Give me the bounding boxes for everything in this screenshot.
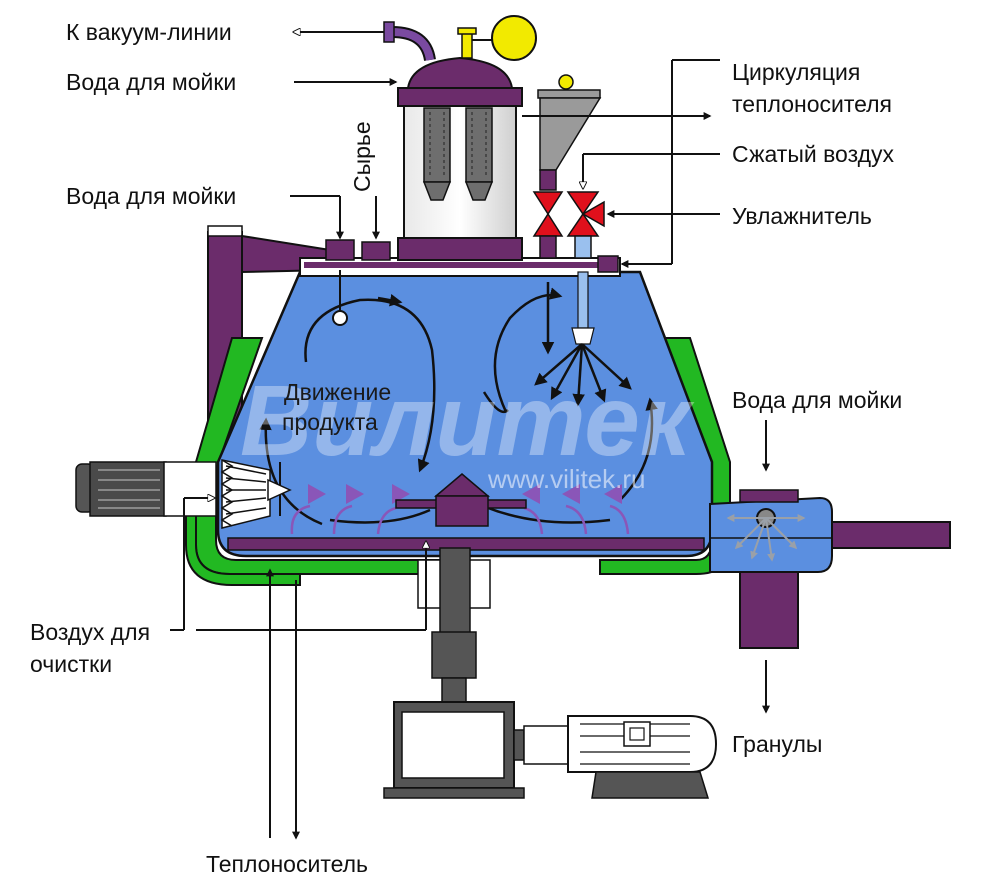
callout-lines	[170, 32, 770, 840]
pressure-valve	[457, 15, 537, 61]
watermark: Вилитек www.vilitek.ru	[240, 365, 695, 494]
rotor-flow-arrows	[308, 484, 622, 504]
rotor-disk	[395, 473, 527, 527]
label-wash-water-top: Вода для мойки	[66, 69, 236, 95]
label-product-movement-2: продукта	[282, 409, 378, 435]
label-wash-water-left: Вода для мойки	[66, 183, 236, 209]
label-compressed-air: Сжатый воздух	[732, 141, 895, 167]
humidifier-nozzle	[571, 271, 595, 345]
drive-assembly	[383, 547, 569, 799]
label-raw-material: Сырье	[349, 121, 375, 192]
label-heat-carrier: Теплоноситель	[206, 851, 368, 877]
label-cleaning-air-1: Воздух для	[30, 619, 150, 645]
humidifier-hopper	[537, 74, 602, 191]
label-heat-circulation-1: Циркуляция	[732, 59, 860, 85]
filter-cartridge-right	[464, 107, 494, 201]
label-humidifier: Увлажнитель	[732, 203, 872, 229]
bellows	[220, 459, 271, 529]
valve-right	[566, 191, 605, 259]
left-motor	[75, 461, 217, 517]
label-wash-water-right: Вода для мойки	[732, 387, 902, 413]
watermark-brand: Вилитек	[240, 365, 695, 477]
label-cleaning-air-2: очистки	[30, 651, 112, 677]
label-granules: Гранулы	[732, 731, 822, 757]
wash-nozzle-icon	[332, 310, 348, 326]
label-product-movement-1: Движение	[284, 379, 391, 405]
filter-cartridge-left	[422, 107, 452, 201]
watermark-url: www.vilitek.ru	[487, 464, 645, 494]
label-heat-circulation-2: теплоносителя	[732, 91, 892, 117]
valve-left	[532, 191, 564, 259]
yellow-ball-icon	[491, 15, 537, 61]
discharge-chute	[709, 489, 951, 649]
vacuum-pipe	[383, 21, 436, 62]
filter-housing	[397, 56, 523, 261]
spray-arrows	[534, 282, 632, 407]
electric-motor	[567, 715, 718, 799]
label-vacuum-line: К вакуум-линии	[66, 19, 232, 45]
rotor-swirls	[290, 504, 630, 535]
